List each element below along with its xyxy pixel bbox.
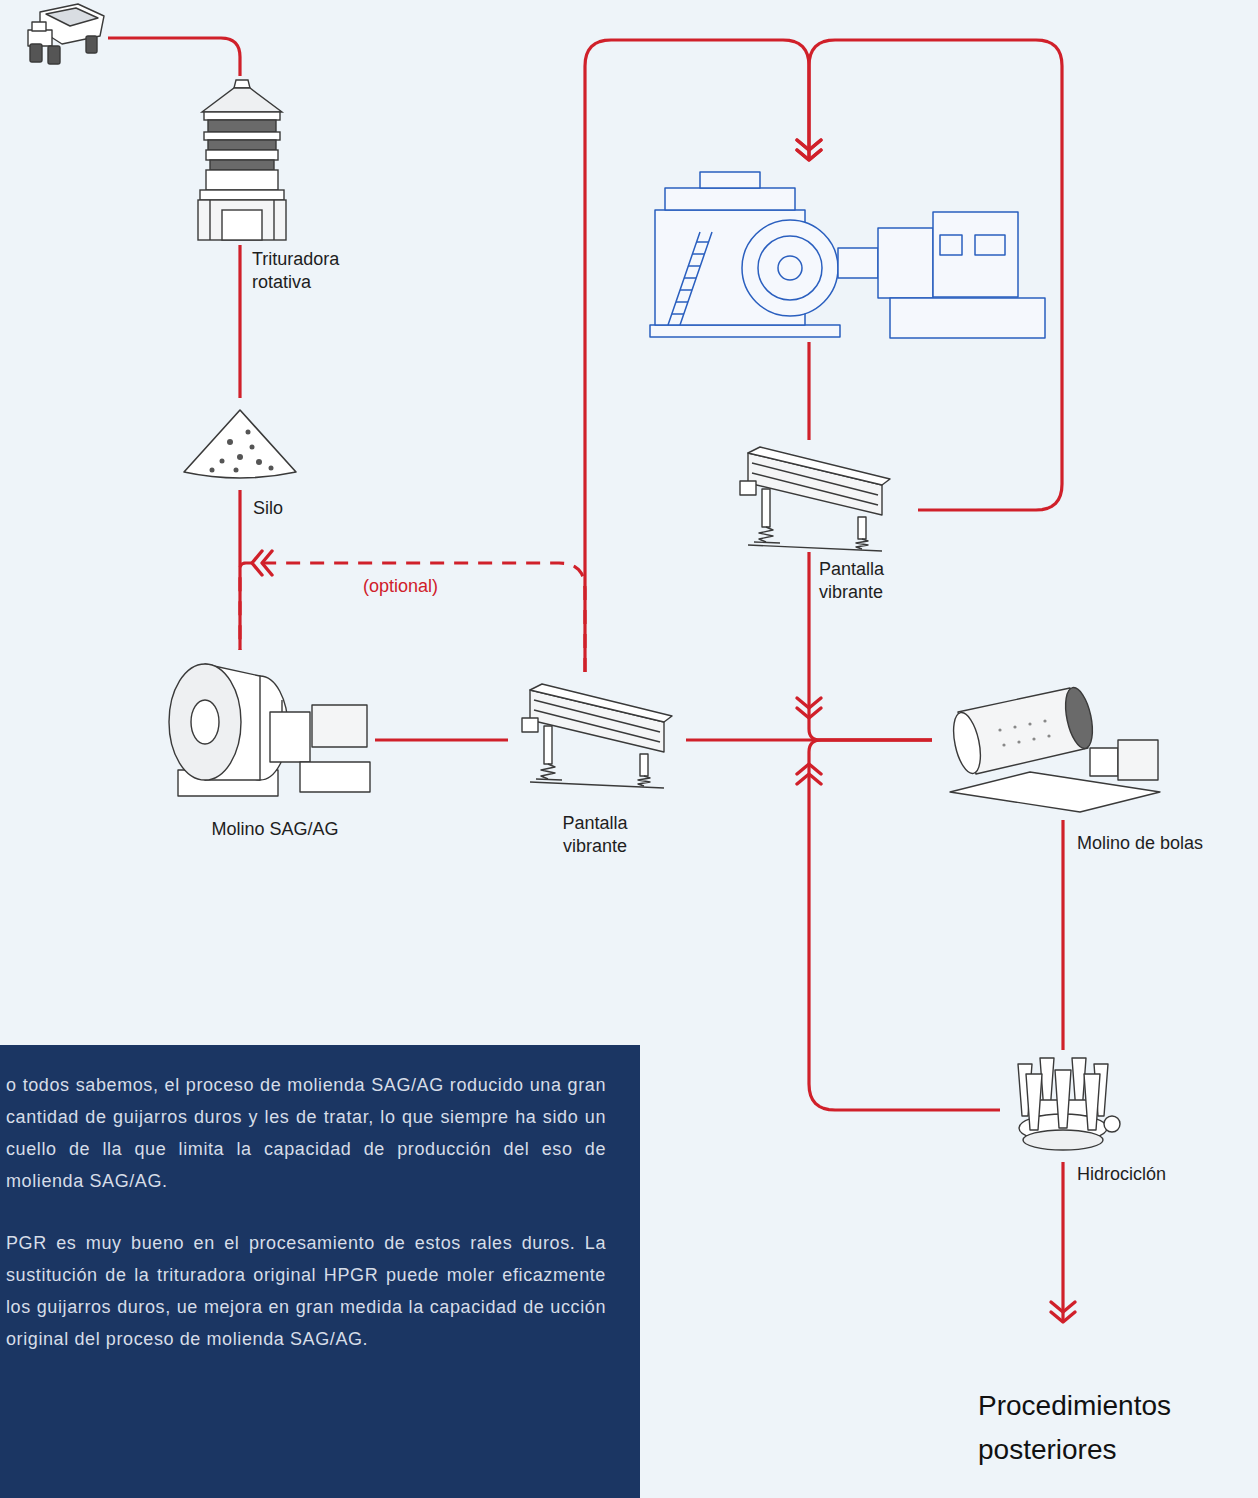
sag-mill: Molino SAG/AG <box>165 650 375 805</box>
haul-truck <box>22 2 108 68</box>
flow-connector <box>240 551 585 672</box>
sag-mill-drawing <box>169 664 370 796</box>
equipment-label: Pantalla vibrante <box>819 558 929 605</box>
connector-line <box>809 552 932 740</box>
double-chevron-arrowhead <box>797 698 821 718</box>
vibrating-screen-drawing <box>740 447 890 551</box>
info-panel: o todos sabemos, el proceso de molienda … <box>0 1045 640 1498</box>
connector-line <box>1061 1162 1064 1322</box>
hydrocyclone-drawing <box>1018 1058 1120 1150</box>
flow-connector <box>1051 1162 1075 1322</box>
haul-truck-drawing <box>28 4 104 64</box>
output-label: Procedimientos posteriores <box>978 1322 1228 1472</box>
paragraph: PGR es muy bueno en el procesamiento de … <box>6 1227 606 1355</box>
connector-line <box>238 245 241 398</box>
connector-line <box>1061 820 1064 1050</box>
double-chevron-arrowhead <box>797 764 821 784</box>
equipment-label: Hidrociclón <box>1077 1163 1227 1186</box>
hpgr <box>640 160 1048 342</box>
paragraph: o todos sabemos, el proceso de molienda … <box>6 1069 606 1197</box>
connector-line <box>807 342 810 440</box>
stockpile: Silo <box>180 398 300 490</box>
flow-connector <box>585 40 821 672</box>
flow-connector <box>797 552 932 740</box>
double-chevron-arrowhead <box>1051 1302 1075 1322</box>
hpgr-drawing <box>650 172 1045 338</box>
connector-line <box>585 40 809 672</box>
flow-connector <box>240 245 241 398</box>
gyratory-crusher: Trituradora rotativa <box>195 76 290 245</box>
flow-connector <box>108 38 240 76</box>
equipment-label: Pantalla vibrante <box>535 812 655 859</box>
flow-connector <box>375 740 508 741</box>
double-chevron-arrowhead <box>252 551 272 575</box>
double-chevron-arrowhead <box>797 140 821 160</box>
ball-mill-drawing <box>949 685 1160 812</box>
vibrating-screen: Pantalla vibrante <box>733 440 918 552</box>
equipment-label: Molino de bolas <box>1077 832 1247 855</box>
connector-line <box>809 740 1000 1110</box>
flow-connector <box>797 40 1062 510</box>
connector-line <box>809 40 1062 510</box>
connector-line <box>240 563 585 672</box>
flow-connector <box>797 740 1000 1110</box>
ball-mill: Molino de bolas <box>932 683 1165 820</box>
vibrating-screen: Pantalla vibrante <box>508 672 686 795</box>
connector-line <box>108 38 240 76</box>
equipment-label: Silo <box>253 497 333 520</box>
vibrating-screen-drawing <box>522 684 672 788</box>
output-text: Procedimientos posteriores <box>978 1384 1228 1472</box>
stockpile-drawing <box>184 410 296 478</box>
connector-line <box>375 738 508 741</box>
hydrocyclone: Hidrociclón <box>1000 1050 1125 1162</box>
flow-connector <box>809 342 810 440</box>
equipment-label: Molino SAG/AG <box>185 818 365 841</box>
flow-connector <box>1063 820 1064 1050</box>
connector-label: (optional) <box>360 576 441 597</box>
gyratory-crusher-drawing <box>198 80 286 240</box>
label-anchor: (optional) <box>360 576 441 597</box>
equipment-label: Trituradora rotativa <box>252 248 372 295</box>
